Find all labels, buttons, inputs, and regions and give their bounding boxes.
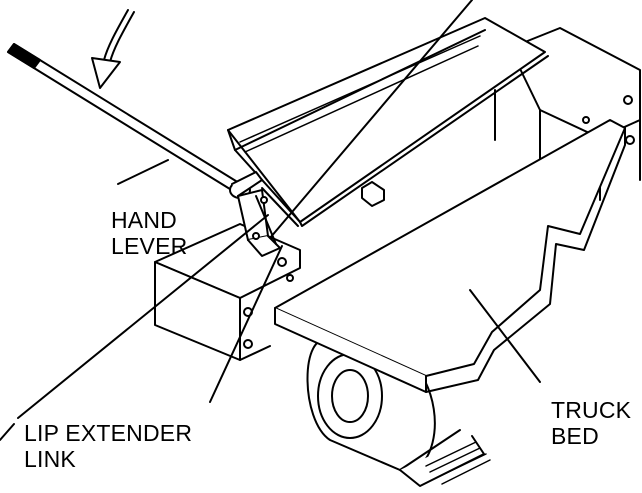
leader-lines <box>0 0 541 441</box>
truck-bed <box>274 119 626 393</box>
lip-extender-link <box>237 187 299 257</box>
hand-lever-label: HAND LEVER <box>111 207 187 259</box>
lip-plate-leader <box>269 0 473 239</box>
lip-extender-link-label: LIP EXTENDER LINK <box>24 420 192 472</box>
lip-extender-label-line-1: LIP EXTENDER <box>24 420 193 446</box>
lip-extender-label-line-2: LINK <box>24 446 76 472</box>
hand-lever-label-line-2: LEVER <box>111 233 188 259</box>
truck-bed-leader <box>469 289 541 383</box>
lip-plate <box>227 17 549 227</box>
lip-extender-leader-b <box>209 245 283 403</box>
rotation-arrow-icon <box>91 9 135 89</box>
hand-lever-label-line-1: HAND <box>111 207 177 233</box>
rear-pit-housing <box>494 27 641 201</box>
lip-extender-leader-a <box>17 214 269 419</box>
hand-lever-leader <box>117 159 169 185</box>
truck-bed-label-line-1: TRUCK <box>551 397 632 423</box>
truck-bed-label: TRUCK BED <box>551 397 631 449</box>
edge-leader <box>0 423 15 441</box>
hand-lever <box>7 43 263 199</box>
truck-bed-label-line-2: BED <box>551 423 599 449</box>
